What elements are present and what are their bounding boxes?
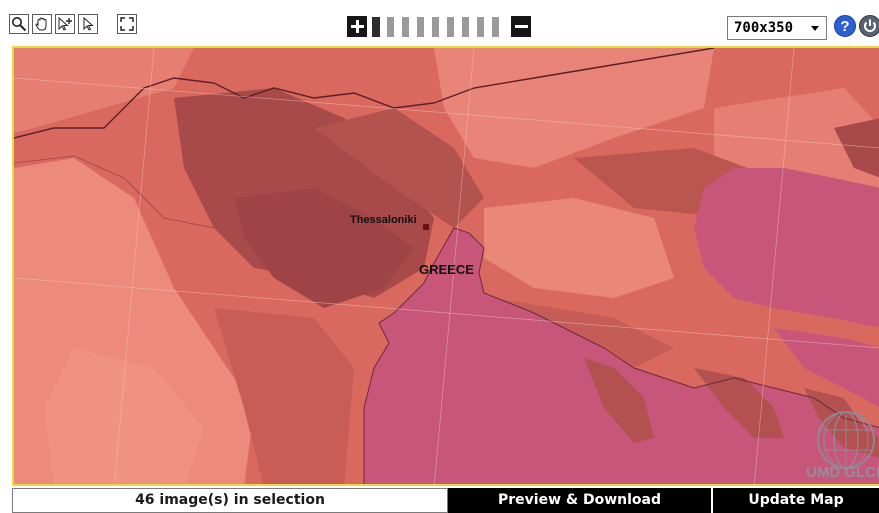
zoom-level-segment[interactable]	[492, 17, 499, 37]
zoom-level-segment[interactable]	[447, 17, 454, 37]
hand-icon	[35, 17, 47, 31]
map-size-select[interactable]: 700x350	[727, 16, 827, 40]
watermark-text: UMD GLCF	[806, 464, 879, 481]
select-tool-button[interactable]	[78, 14, 98, 34]
zoom-level-segment[interactable]	[477, 17, 484, 37]
zoom-level-segment[interactable]	[432, 17, 439, 37]
zoom-level-segment[interactable]	[387, 17, 394, 37]
map-raster	[14, 48, 879, 484]
map-toolbar: 700x350 ?	[0, 0, 879, 46]
zoom-level-segment[interactable]	[417, 17, 424, 37]
minus-icon	[515, 25, 528, 28]
power-icon	[864, 19, 876, 32]
cursor-plus-icon	[58, 16, 72, 31]
city-label: Thessaloniki	[350, 214, 417, 226]
update-map-button[interactable]: Update Map	[713, 488, 879, 513]
glcf-globe-icon	[817, 411, 875, 469]
zoom-out-button[interactable]	[511, 16, 531, 37]
power-button[interactable]	[859, 15, 879, 37]
country-label: GREECE	[419, 262, 474, 277]
extent-icon	[120, 17, 134, 31]
plus-icon	[351, 20, 364, 33]
pan-tool-button[interactable]	[32, 14, 52, 34]
help-button[interactable]: ?	[834, 15, 856, 37]
zoom-in-button[interactable]	[347, 16, 367, 37]
zoom-level-segment[interactable]	[372, 17, 380, 37]
city-marker-icon	[423, 224, 429, 230]
footer-divider	[711, 488, 713, 513]
zoom-tool-button[interactable]	[9, 14, 29, 34]
zoom-level-segment[interactable]	[402, 17, 409, 37]
map-footer: 46 image(s) in selection Preview & Downl…	[12, 488, 879, 513]
magnifier-icon	[12, 17, 27, 32]
chevron-down-icon	[811, 26, 819, 31]
map-size-value: 700x350	[734, 20, 794, 36]
help-icon: ?	[840, 18, 849, 35]
cursor-icon	[83, 16, 94, 31]
add-select-tool-button[interactable]	[55, 14, 75, 34]
preview-download-button[interactable]: Preview & Download	[448, 488, 711, 513]
full-extent-tool-button[interactable]	[117, 14, 137, 34]
selection-count: 46 image(s) in selection	[12, 488, 448, 513]
map-view[interactable]: Thessaloniki GREECE UMD GLCF	[12, 46, 879, 486]
zoom-level-segment[interactable]	[462, 17, 469, 37]
svg-text:?: ?	[840, 18, 849, 35]
